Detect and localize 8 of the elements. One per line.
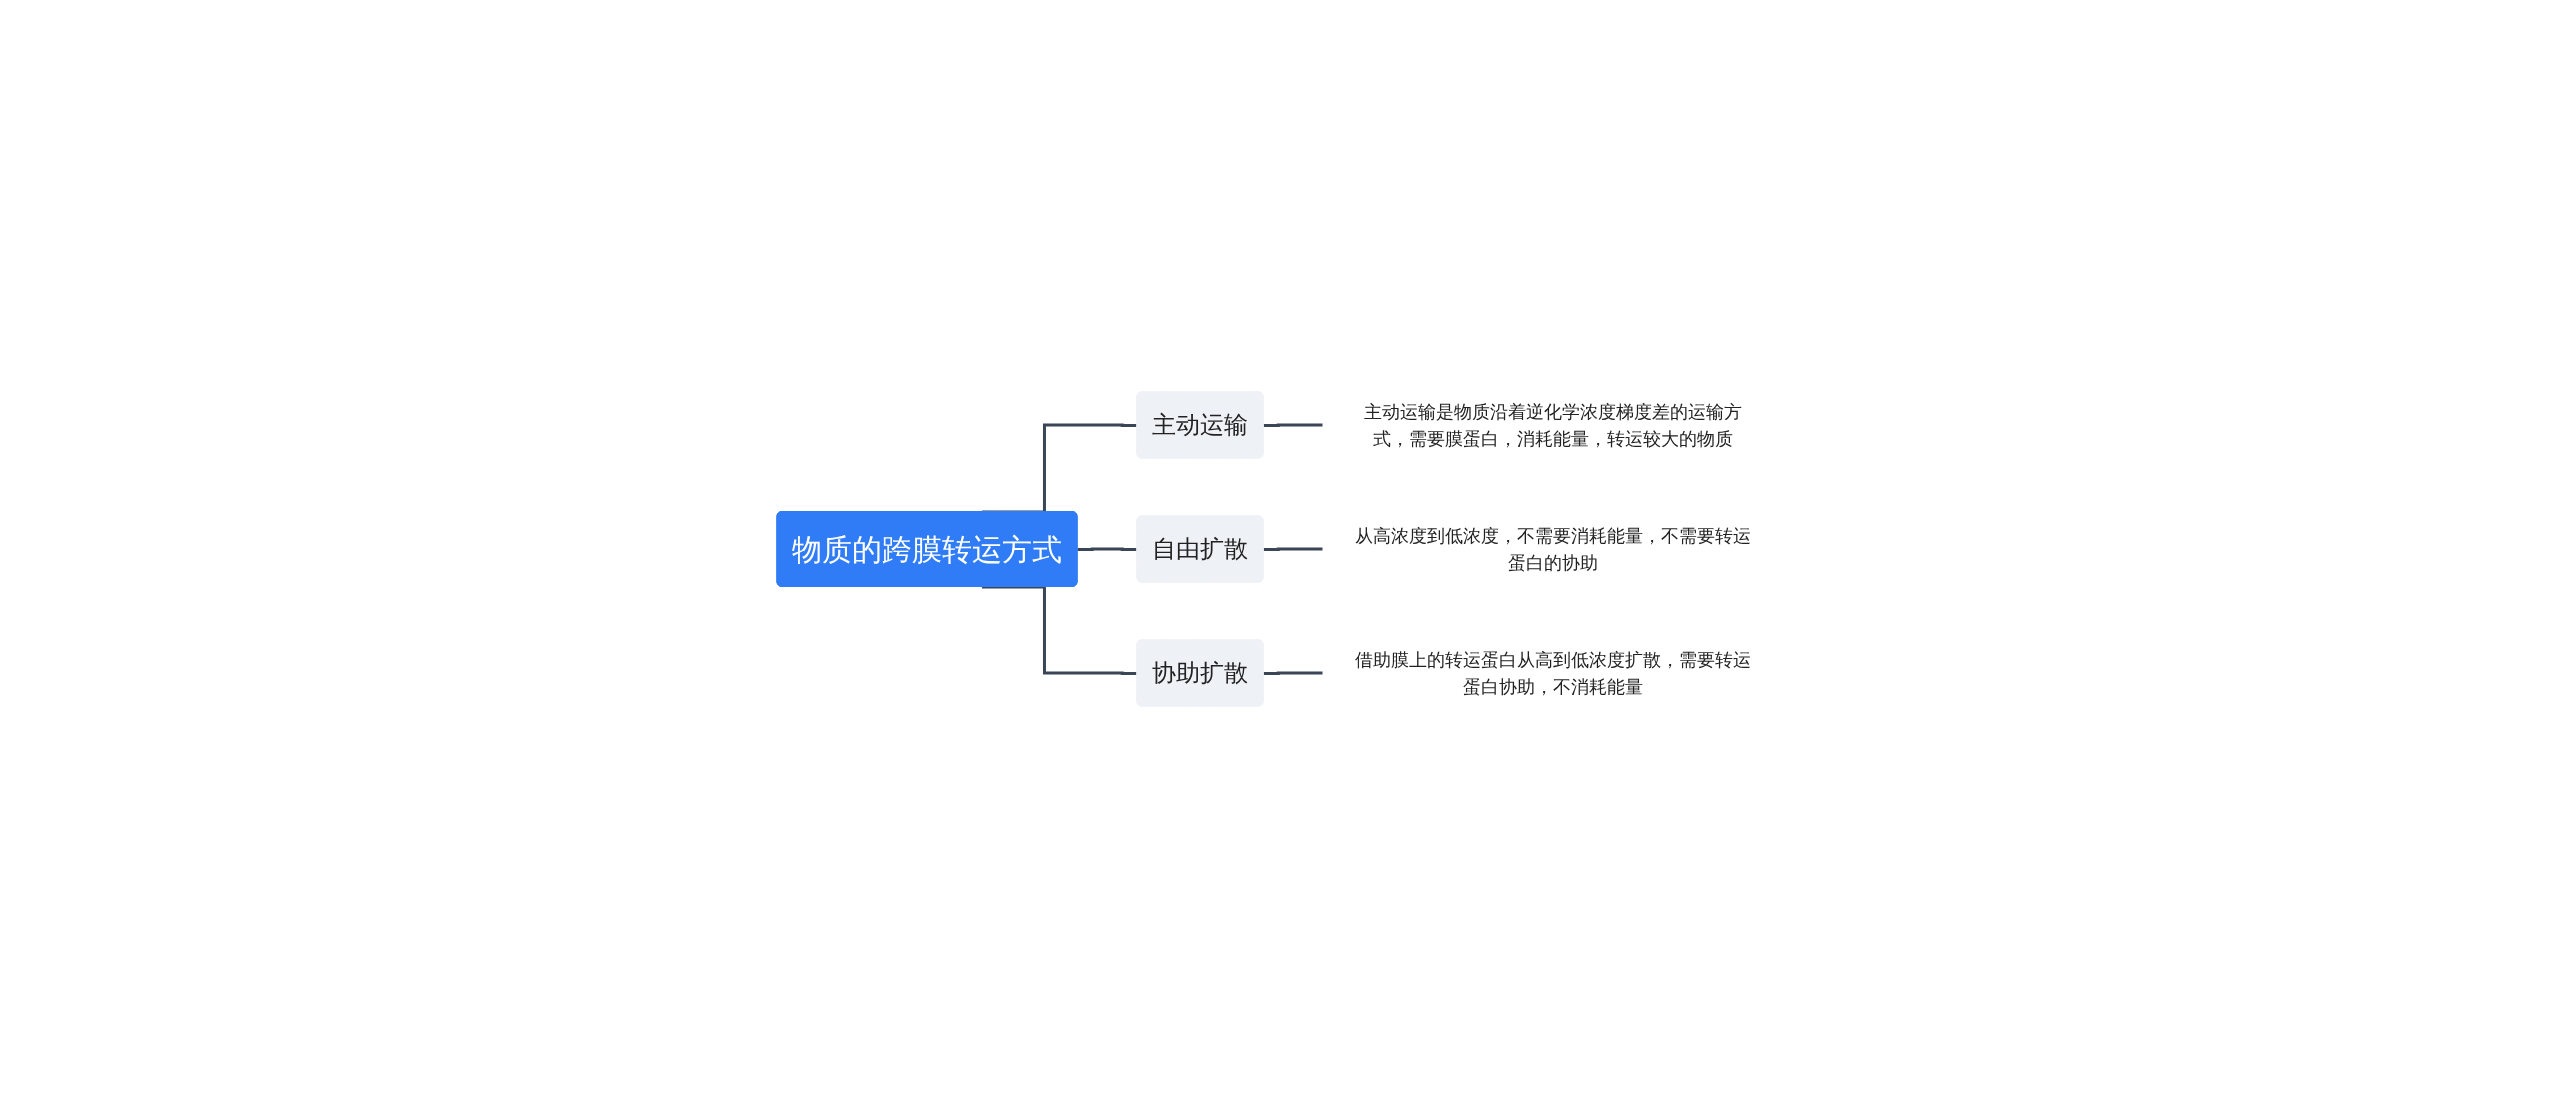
connector — [1263, 423, 1323, 427]
node-text: 借助膜上的转运蛋白从高到低浓度扩散，需要转运蛋白协助，不消耗能量 — [1355, 648, 1751, 697]
node-text: 主动运输是物质沿着逆化学浓度梯度差的运输方式，需要膜蛋白，消耗能量，转运较大的物质 — [1364, 400, 1742, 449]
connector — [1263, 671, 1323, 675]
connector — [1263, 547, 1323, 551]
node-text: 从高浓度到低浓度，不需要消耗能量，不需要转运蛋白的协助 — [1355, 524, 1751, 573]
connector — [1077, 547, 1138, 551]
connector — [981, 585, 1138, 675]
